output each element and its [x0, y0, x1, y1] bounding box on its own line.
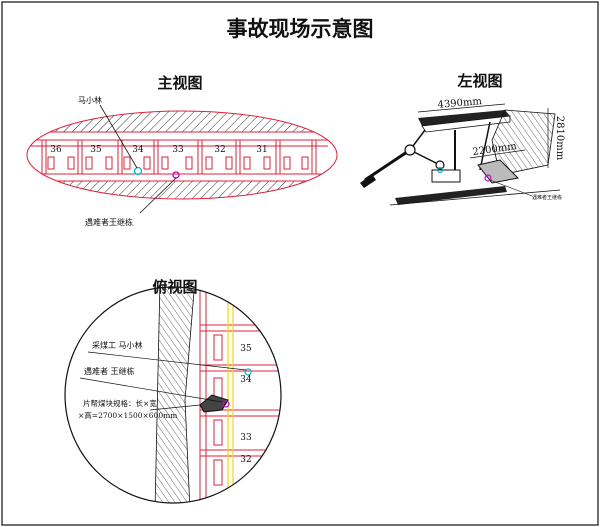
tv-support-33: 33 [240, 433, 252, 443]
tv-coal-block [199, 394, 229, 413]
side-view: 左视图 4390mm 2810mm 2200mm 遇难者王继栋 [360, 72, 565, 206]
tv-victim-label: 遇难者 王继栋 [84, 366, 135, 376]
front-view: 主视图 [26, 74, 338, 227]
tv-support-32: 32 [240, 455, 251, 465]
sv-coal-face [491, 109, 556, 176]
top-view: 俯视图 35 [64, 278, 282, 504]
fv-victim-label: 遇难者王继栋 [85, 217, 133, 227]
side-view-title: 左视图 [456, 72, 502, 90]
tv-coal-label-2: ×高=2700×1500×600mm [78, 410, 177, 420]
tv-support-34: 34 [240, 375, 252, 385]
fv-support-36: 36 [50, 145, 62, 155]
sv-roof-beam [418, 110, 510, 126]
sv-floor-base [395, 186, 507, 205]
sv-dim-length: 4390mm [437, 96, 483, 111]
tv-coal-label-1: 片帮煤块规格：长×宽 [83, 398, 157, 408]
fv-worker-marker [133, 166, 143, 176]
front-view-title: 主视图 [157, 74, 202, 92]
fv-support-32: 32 [214, 145, 225, 155]
tv-support-35: 35 [240, 344, 252, 354]
fv-support-35: 35 [90, 145, 102, 155]
page-title: 事故现场示意图 [227, 16, 374, 41]
fv-support-33: 33 [172, 145, 184, 155]
tv-victim-marker [222, 400, 230, 408]
sv-victim-marker [484, 174, 492, 182]
sv-dim-height: 2810mm [554, 116, 565, 161]
sv-coal-block [477, 159, 520, 184]
sv-victim-label: 遇难者王继栋 [532, 194, 562, 201]
top-view-outline [64, 286, 282, 504]
fv-support-34: 34 [132, 145, 144, 155]
tv-worker-label: 采煤工 马小林 [92, 340, 143, 350]
front-view-outline [26, 110, 338, 200]
fv-worker-label: 马小林 [78, 95, 102, 105]
tv-worker-marker [244, 368, 252, 376]
fv-support-31: 31 [256, 145, 267, 155]
tv-coal-wall [154, 287, 196, 503]
